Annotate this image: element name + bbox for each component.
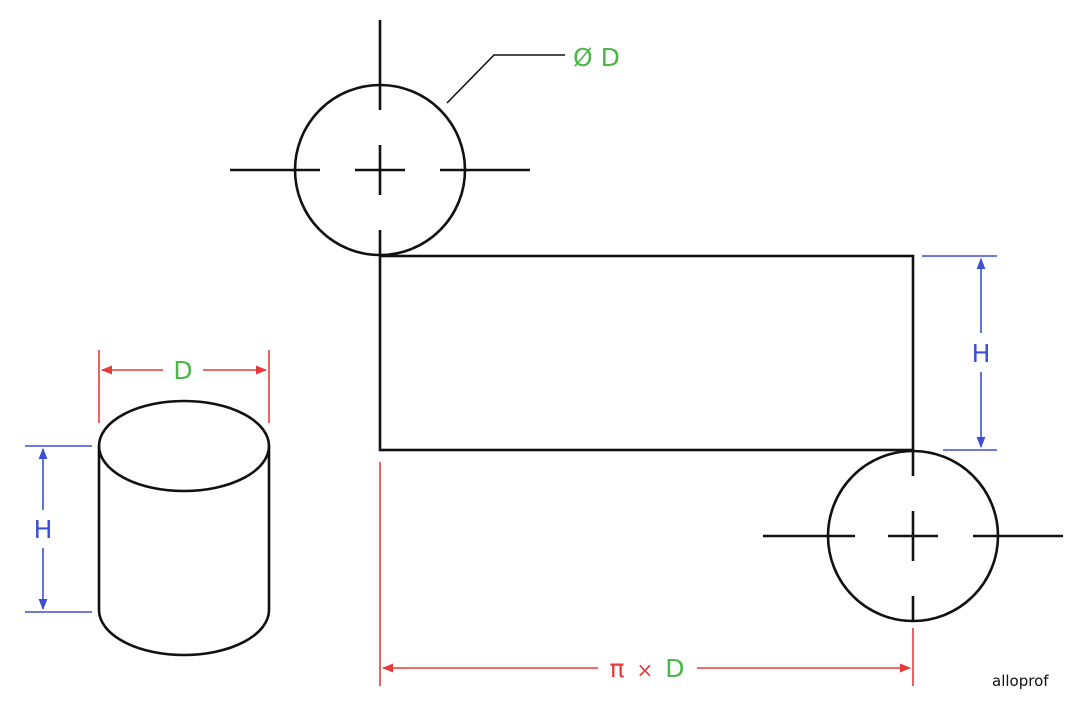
cylinder-3d xyxy=(97,399,271,657)
lateral-surface-rectangle xyxy=(378,254,915,452)
cylinder-diameter-label: D xyxy=(173,356,192,385)
bottom-base-circle-group xyxy=(763,449,1063,623)
top-base-circle-group: Ø D xyxy=(230,20,620,257)
alloprof-logo: alloprof xyxy=(992,672,1049,690)
diameter-leader-line xyxy=(446,54,565,104)
circumference-dimension: π × D xyxy=(379,462,914,686)
cylinder-height-label: H xyxy=(34,515,53,544)
bottom-circle-centerlines xyxy=(763,450,1063,621)
circumference-label: π × D xyxy=(610,654,685,683)
net-height-dimension: H xyxy=(922,255,997,451)
top-circle-centerlines xyxy=(230,20,530,256)
cylinder-diameter-dimension: D xyxy=(98,350,270,423)
cylinder-top-ellipse xyxy=(97,399,271,493)
diameter-label: Ø D xyxy=(573,43,620,72)
net-height-label: H xyxy=(972,339,991,368)
cylinder-height-dimension: H xyxy=(25,445,92,613)
cylinder-body xyxy=(97,446,271,657)
